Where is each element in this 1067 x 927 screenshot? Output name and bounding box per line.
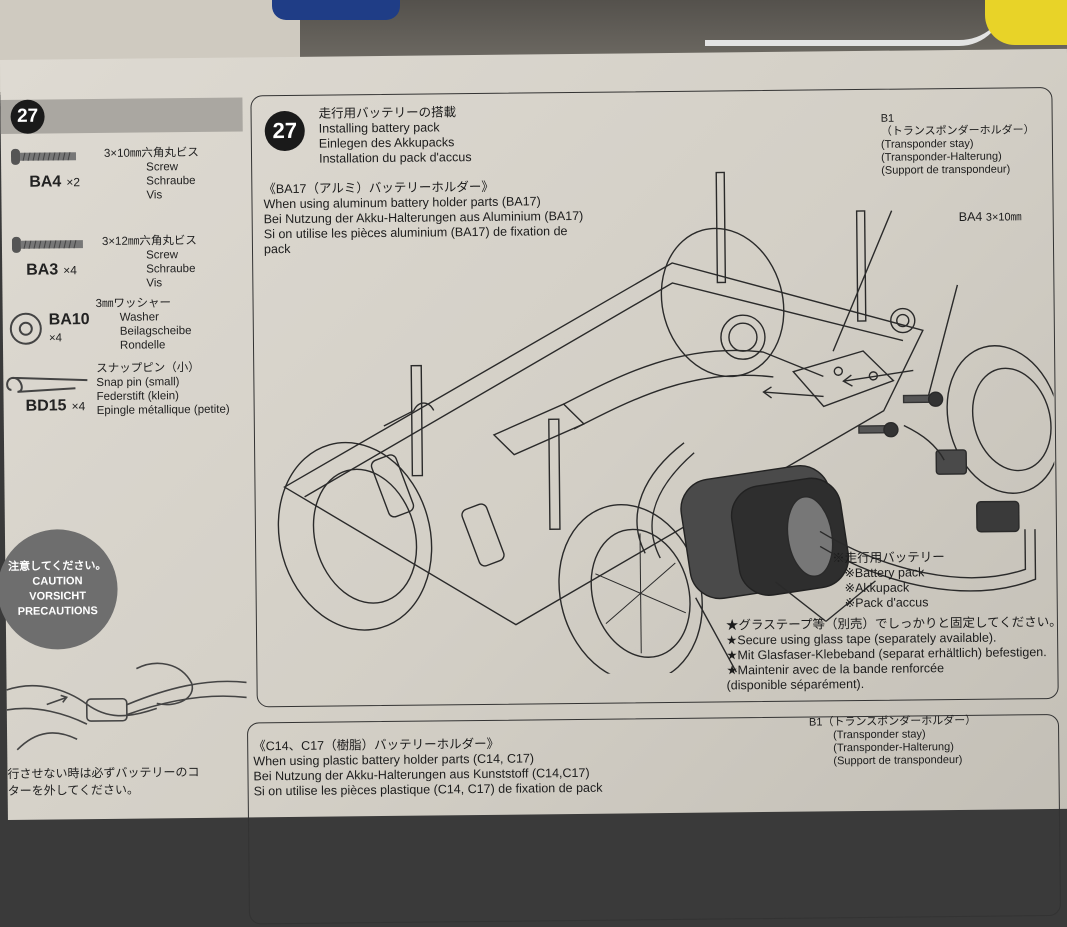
plastic-holder-note: 《C14、C17（樹脂）バッテリーホルダー》 When using plasti… (253, 736, 603, 799)
part-code-ba4: BA4×2 (29, 173, 81, 191)
white-wire (705, 0, 1005, 46)
glass-tape-note: ★グラステープ等（別売）でしっかりと固定してください。 ★Secure usin… (725, 614, 1062, 693)
hand-connector-illustration (6, 662, 247, 751)
part-qty-ba10: ×4 (48, 332, 63, 345)
part-code-ba10: BA10 (48, 311, 90, 329)
snap-pin-icon (6, 376, 88, 393)
battery-pack-label: ※走行用バッテリー ※Battery pack ※Akkupack ※Pack … (832, 550, 945, 611)
yellow-tool (985, 0, 1067, 45)
b1-label-lower: B1（トランスポンダーホルダー） (Transponder stay) (Tra… (808, 714, 977, 768)
screw-icon (10, 148, 77, 165)
part-desc-ba4: 3×10㎜六角丸ビス Screw Schraube Vis (103, 146, 199, 202)
part-desc-ba3: 3×12㎜六角丸ビス Screw Schraube Vis (101, 234, 197, 290)
caution-badge: 注意してください。 CAUTION VORSICHT PRECAUTIONS (0, 528, 119, 651)
washer-icon (9, 312, 42, 345)
manual-page: 27 BA4×2 3×10㎜六角丸ビス Screw Schraube Vis B… (0, 48, 1067, 925)
caution-note: 行させない時は必ずバッテリーのコ ターを外してください。 (7, 764, 200, 798)
part-desc-ba10: 3㎜ワッシャー Washer Beilagscheibe Rondelle (95, 297, 192, 352)
step-badge-left: 27 (10, 99, 45, 134)
part-code-bd15: BD15×4 (25, 397, 86, 415)
part-desc-bd15: スナップピン（小） Snap pin (small) Federstift (k… (96, 361, 230, 418)
part-code-ba3: BA3×4 (26, 261, 77, 279)
chassis-diagram (277, 171, 1057, 678)
blue-tool (272, 0, 400, 20)
step-badge-main: 27 (264, 110, 305, 152)
screw-icon (11, 236, 83, 253)
